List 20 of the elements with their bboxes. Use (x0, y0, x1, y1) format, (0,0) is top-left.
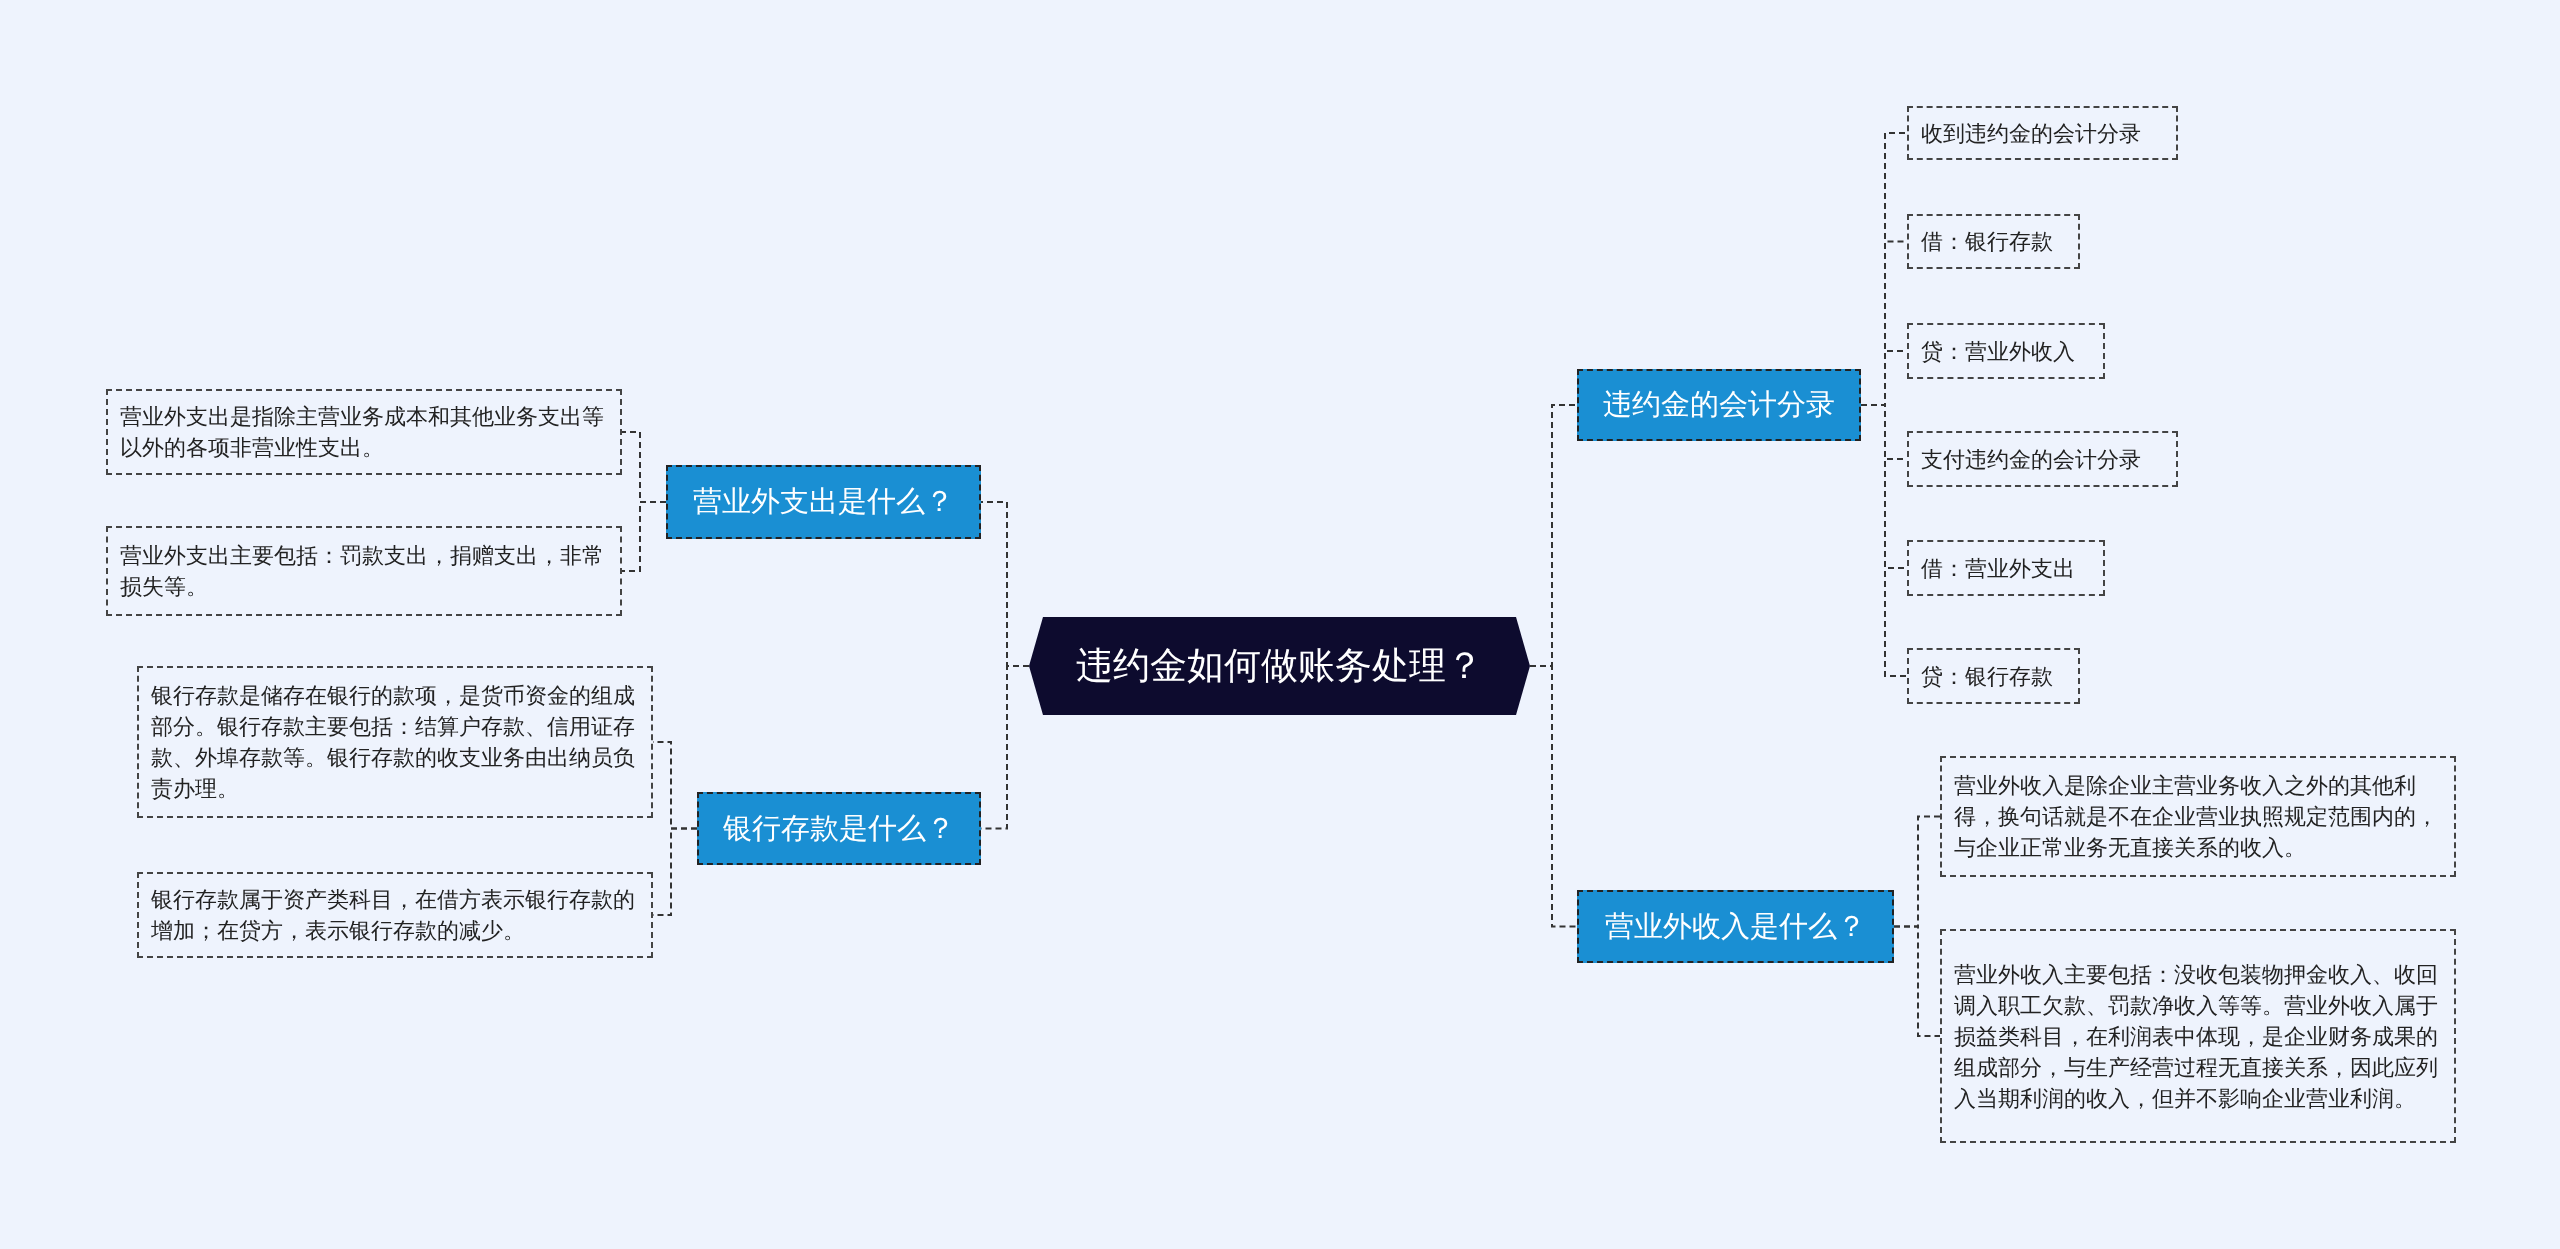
note-box: 银行存款是储存在银行的款项，是货币资金的组成部分。银行存款主要包括：结算户存款、信用证存款、外埠存款等。银行存款的收支业务由出纳员负责办理。 (137, 666, 653, 818)
note-box: 贷：银行存款 (1907, 648, 2080, 704)
topic-box: 银行存款是什么？ (697, 792, 981, 865)
note-box: 借：银行存款 (1907, 214, 2080, 269)
connector (1529, 665, 1578, 928)
note-box: 支付违约金的会计分录 (1907, 431, 2178, 487)
note-box: 营业外支出主要包括：罚款支出，捐赠支出，非常损失等。 (106, 526, 622, 616)
topic-box: 营业外收入是什么？ (1577, 890, 1894, 963)
topic-box: 违约金的会计分录 (1577, 369, 1861, 441)
note-box: 营业外支出是指除主营业务成本和其他业务支出等以外的各项非营业性支出。 (106, 389, 622, 475)
connector (1893, 925, 1941, 1037)
note-box: 贷：营业外收入 (1907, 323, 2105, 379)
note-box: 收到违约金的会计分录 (1907, 106, 2178, 160)
note-box: 营业外收入是除企业主营业务收入之外的其他利得，换句话就是不在企业营业执照规定范围内的，与企业正常业务无直接关系的收入。 (1940, 756, 2456, 877)
topic-box: 营业外支出是什么？ (666, 465, 981, 539)
note-box: 借：营业外支出 (1907, 540, 2105, 596)
note-box: 银行存款属于资产类科目，在借方表示银行存款的增加；在贷方，表示银行存款的减少。 (137, 872, 653, 958)
connector (1860, 404, 1908, 677)
note-box: 营业外收入主要包括：没收包装物押金收入、收回调入职工欠款、罚款净收入等等。营业外收入属于损益类科目，在利润表中体现，是企业财务成果的组成部分，与生产经营过程无直接关系，因此应列入当期利润的收入，但并不影响企业营业利润。 (1940, 929, 2456, 1143)
connector (621, 501, 667, 572)
